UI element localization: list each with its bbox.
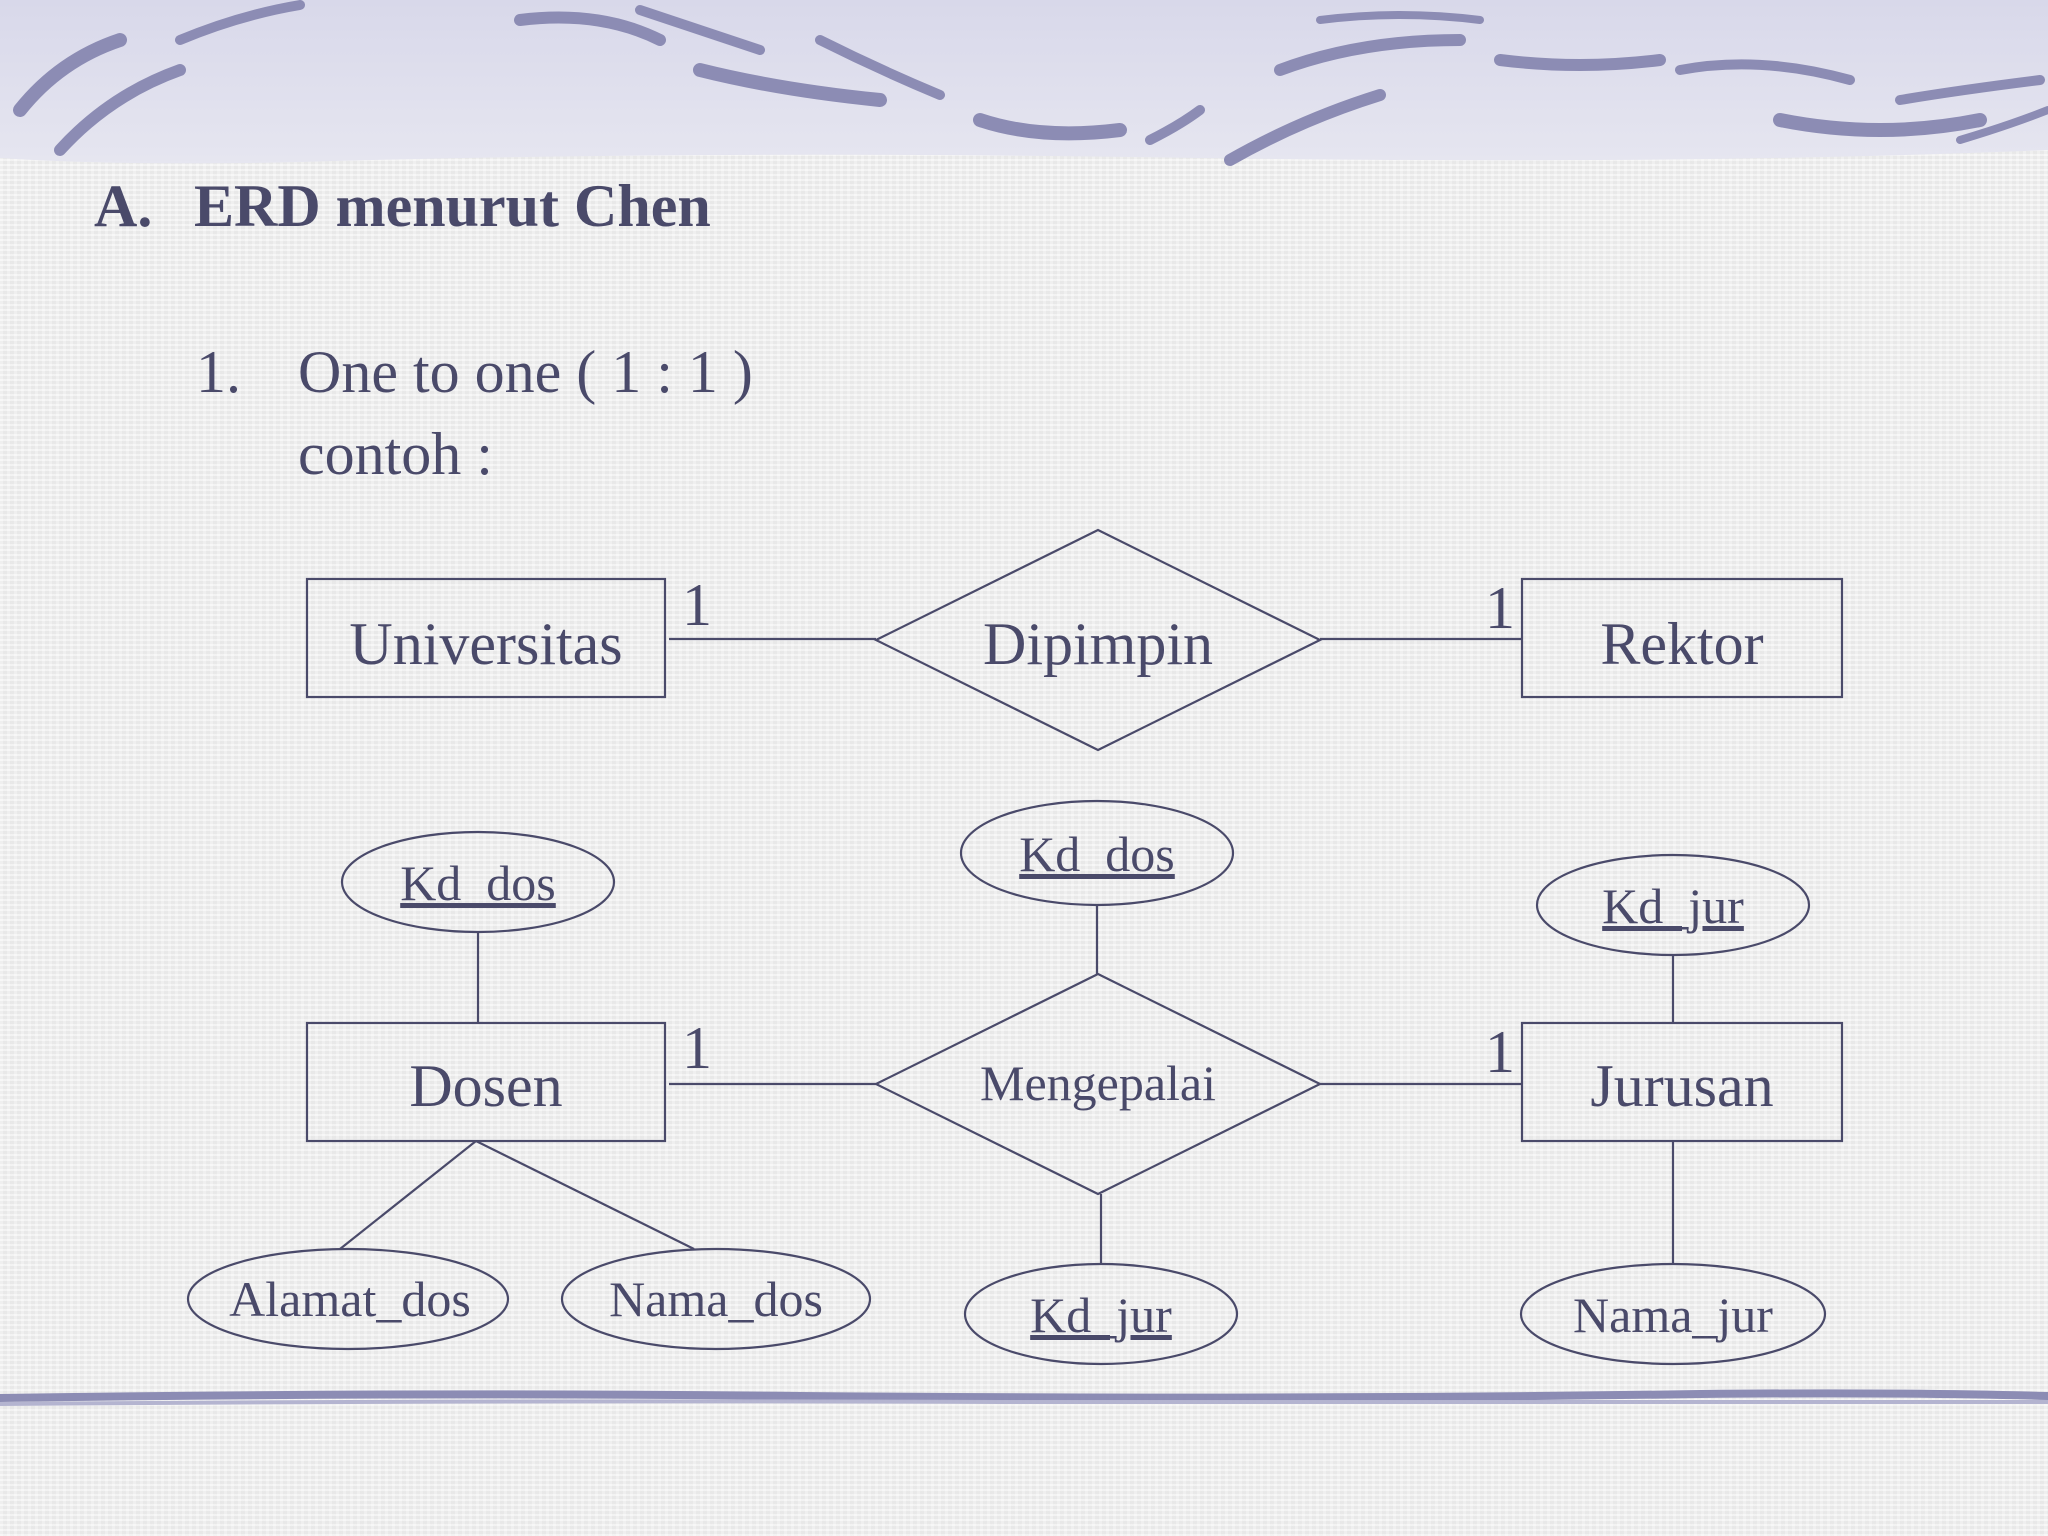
cardinality-universitas: 1 (682, 572, 712, 638)
relationship-dipimpin (873, 528, 1323, 752)
attribute-jurusan-kd-jur-label: Kd_jur (1602, 878, 1744, 934)
attribute-dosen-kd-dos-label: Kd_dos (400, 855, 556, 911)
entity-jurusan-label: Jurusan (1590, 1053, 1773, 1119)
relationship-mengepalai (873, 972, 1323, 1196)
attribute-jurusan-nama-label: Nama_jur (1573, 1287, 1773, 1343)
attribute-mengepalai-kd-dos-label: Kd_dos (1019, 826, 1175, 882)
list-item-title: One to one ( 1 : 1 ) (298, 339, 753, 405)
attribute-dosen-nama (560, 1247, 872, 1351)
cardinality-jurusan: 1 (1485, 1019, 1515, 1085)
cardinality-rektor: 1 (1485, 575, 1515, 641)
section-heading: A. ERD menurut Chen (94, 172, 711, 241)
bottom-decorative-rule (0, 1389, 2048, 1406)
connector-dosen-alamat (339, 1140, 477, 1250)
heading-marker: A. (94, 173, 153, 239)
entity-jurusan (1520, 1021, 1844, 1143)
entity-universitas (305, 577, 667, 699)
attribute-dosen-alamat-label: Alamat_dos (229, 1271, 471, 1327)
entity-dosen (305, 1021, 667, 1143)
entity-universitas-label: Universitas (349, 611, 622, 677)
connector-dosen-nama (475, 1140, 695, 1250)
cardinality-dosen: 1 (682, 1015, 712, 1081)
decorative-header-banner (0, 0, 2048, 166)
entity-dosen-label: Dosen (409, 1053, 562, 1119)
heading-text: ERD menurut Chen (194, 173, 711, 239)
attribute-dosen-alamat (186, 1247, 510, 1351)
relationship-mengepalai-label: Mengepalai (980, 1055, 1216, 1111)
list-item-number: 1. (196, 339, 241, 405)
attribute-dosen-nama-label: Nama_dos (609, 1271, 823, 1327)
relationship-dipimpin-label: Dipimpin (983, 611, 1213, 677)
list-item-subtitle: contoh : (298, 421, 493, 487)
entity-rektor-label: Rektor (1600, 611, 1763, 677)
attribute-mengepalai-kd-jur-label: Kd_jur (1030, 1287, 1172, 1343)
